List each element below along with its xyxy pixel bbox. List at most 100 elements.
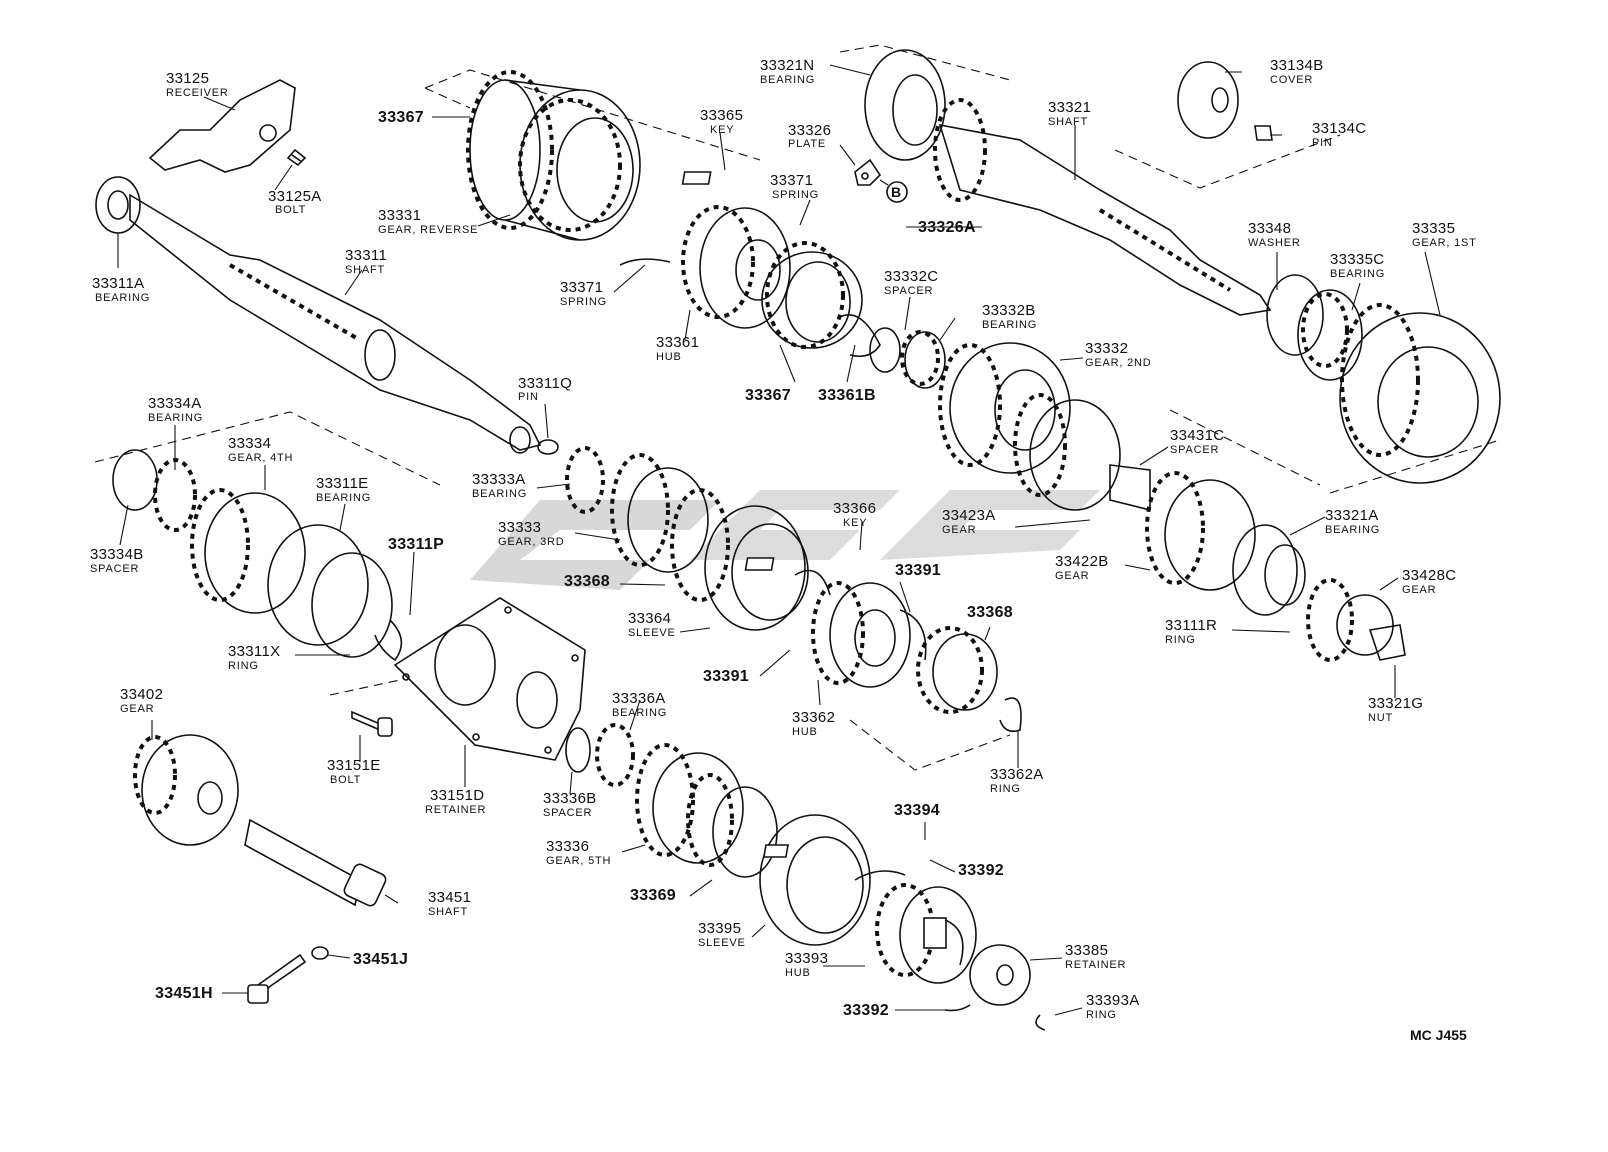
part-labels: 33125 RECEIVER 33125A BOLT 33311A BEARIN… — [90, 57, 1477, 1021]
svg-text:HUB: HUB — [656, 351, 682, 363]
svg-text:COVER: COVER — [1270, 74, 1313, 86]
svg-text:KEY: KEY — [843, 517, 867, 529]
input-shaft-33311 — [95, 176, 542, 454]
label-33392-top: 33392 — [958, 862, 1004, 879]
label-33332: 33332 GEAR, 2ND — [1085, 340, 1151, 369]
plate-33326: B — [854, 158, 908, 203]
svg-text:33321G: 33321G — [1368, 695, 1423, 712]
svg-text:SPACER: SPACER — [543, 807, 592, 819]
svg-text:33151E: 33151E — [327, 757, 381, 774]
svg-text:33321: 33321 — [1048, 99, 1091, 116]
label-33393: 33393 HUB — [785, 950, 828, 979]
svg-text:33431C: 33431C — [1170, 427, 1224, 444]
svg-text:GEAR, 3RD: GEAR, 3RD — [498, 536, 565, 548]
label-33151E: 33151E BOLT — [327, 757, 381, 786]
svg-text:GEAR, 1ST: GEAR, 1ST — [1412, 237, 1477, 249]
svg-text:33311E: 33311E — [316, 475, 368, 492]
svg-text:33111R: 33111R — [1165, 617, 1217, 634]
svg-text:33364: 33364 — [628, 610, 671, 627]
pin-33311Q — [537, 439, 559, 455]
label-33385: 33385 RETAINER — [1065, 942, 1126, 971]
second-gear-assembly — [869, 327, 1071, 474]
label-33451H: 33451H — [155, 985, 213, 1002]
svg-text:33335C: 33335C — [1330, 251, 1384, 268]
svg-text:33311Q: 33311Q — [518, 375, 572, 392]
label-33125: 33125 RECEIVER — [166, 70, 228, 99]
svg-text:33392: 33392 — [843, 1002, 889, 1019]
label-33369: 33369 — [630, 887, 676, 904]
svg-text:33151D: 33151D — [430, 787, 484, 804]
svg-text:SPRING: SPRING — [772, 189, 819, 201]
svg-text:SLEEVE: SLEEVE — [698, 937, 746, 949]
svg-text:BEARING: BEARING — [95, 292, 150, 304]
label-33422B: 33422B GEAR — [1055, 553, 1108, 582]
label-33326A: 33326A — [918, 219, 976, 236]
receiver-part — [148, 79, 307, 173]
label-33366: 33366 KEY — [833, 500, 876, 529]
svg-text:33326A: 33326A — [918, 219, 976, 236]
svg-text:33333A: 33333A — [472, 471, 526, 488]
label-33368-right: 33368 — [967, 604, 1013, 621]
svg-text:33366: 33366 — [833, 500, 876, 517]
svg-text:33385: 33385 — [1065, 942, 1108, 959]
svg-text:33391: 33391 — [703, 668, 749, 685]
svg-text:33311X: 33311X — [228, 643, 280, 660]
label-33311: 33311 SHAFT — [345, 247, 387, 276]
svg-text:33311: 33311 — [345, 247, 387, 264]
label-33333A: 33333A BEARING — [472, 471, 526, 500]
svg-text:33125A: 33125A — [268, 188, 322, 205]
svg-text:33394: 33394 — [894, 802, 940, 819]
label-33334A: 33334A BEARING — [148, 395, 202, 424]
hub-33361-assembly — [619, 171, 881, 358]
svg-text:33311A: 33311A — [92, 275, 144, 292]
svg-text:RETAINER: RETAINER — [1065, 959, 1126, 971]
svg-text:33369: 33369 — [630, 887, 676, 904]
svg-text:SHAFT: SHAFT — [1048, 116, 1088, 128]
svg-text:SPACER: SPACER — [1170, 444, 1219, 456]
label-33336: 33336 GEAR, 5TH — [546, 838, 610, 867]
label-33321G: 33321G NUT — [1368, 695, 1423, 724]
svg-text:33367: 33367 — [378, 109, 424, 126]
hub-33362-assembly — [744, 557, 1022, 733]
svg-text:RING: RING — [1086, 1009, 1117, 1021]
svg-text:33311P: 33311P — [388, 536, 444, 553]
svg-text:PIN: PIN — [1312, 137, 1333, 149]
third-gear-assembly — [565, 446, 831, 631]
label-33335C: 33335C BEARING — [1330, 251, 1385, 280]
svg-text:HUB: HUB — [792, 726, 818, 738]
svg-text:33335: 33335 — [1412, 220, 1455, 237]
reverse-idler-assembly — [133, 734, 387, 1004]
label-33334B: 33334B SPACER — [90, 546, 143, 575]
svg-text:33451J: 33451J — [353, 951, 408, 968]
label-33364: 33364 SLEEVE — [628, 610, 675, 639]
svg-text:RING: RING — [990, 783, 1021, 795]
svg-text:33395: 33395 — [698, 920, 741, 937]
label-33335: 33335 GEAR, 1ST — [1412, 220, 1477, 249]
label-33331: 33331 GEAR, REVERSE — [378, 207, 478, 236]
svg-text:RING: RING — [228, 660, 259, 672]
svg-text:BEARING: BEARING — [982, 319, 1037, 331]
svg-text:BEARING: BEARING — [1330, 268, 1385, 280]
label-33336B: 33336B SPACER — [543, 790, 596, 819]
label-33392-bottom: 33392 — [843, 1002, 889, 1019]
svg-text:GEAR, REVERSE: GEAR, REVERSE — [378, 224, 478, 236]
label-33134B: 33134B COVER — [1270, 57, 1323, 86]
label-33333: 33333 GEAR, 3RD — [498, 519, 565, 548]
svg-text:SPACER: SPACER — [90, 563, 139, 575]
svg-text:33336: 33336 — [546, 838, 589, 855]
label-33334: 33334 GEAR, 4TH — [228, 435, 292, 464]
label-33332C: 33332C SPACER — [884, 268, 938, 297]
svg-text:33348: 33348 — [1248, 220, 1291, 237]
label-33423A: 33423A GEAR — [942, 507, 995, 536]
svg-text:GEAR: GEAR — [942, 524, 976, 536]
svg-text:BOLT: BOLT — [275, 204, 306, 216]
svg-text:33362A: 33362A — [990, 766, 1044, 783]
label-33371-left: 33371 SPRING — [560, 279, 606, 308]
label-33311E: 33311E BEARING — [316, 475, 370, 504]
label-33431C: 33431C SPACER — [1170, 427, 1224, 456]
svg-text:PLATE: PLATE — [788, 138, 826, 150]
svg-text:BOLT: BOLT — [330, 774, 361, 786]
svg-text:SPACER: SPACER — [884, 285, 933, 297]
svg-text:33371: 33371 — [770, 172, 813, 189]
label-33362: 33362 HUB — [792, 709, 835, 738]
